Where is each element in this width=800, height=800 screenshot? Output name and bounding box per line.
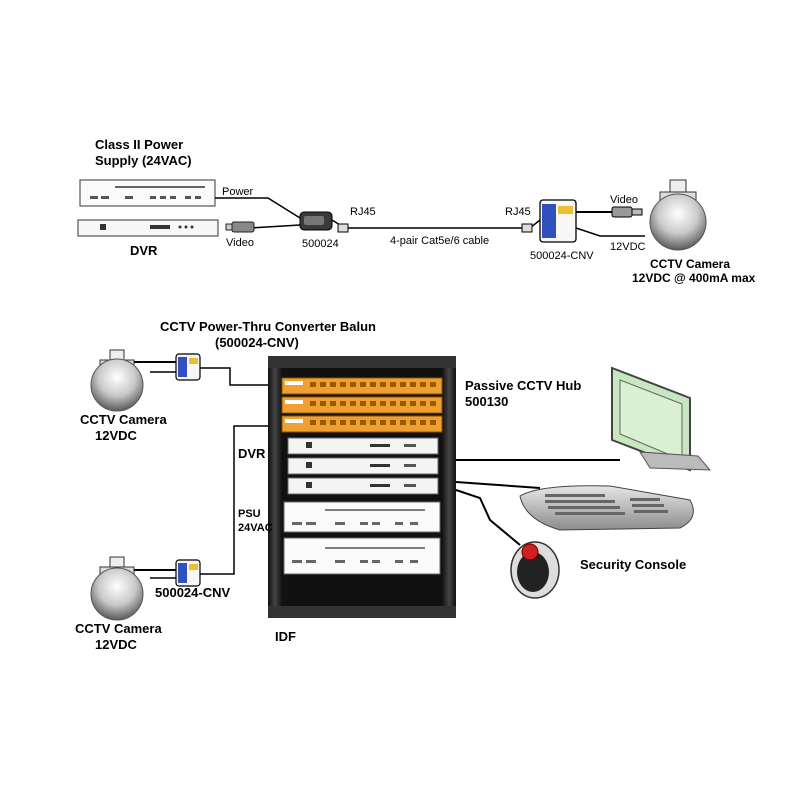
camera-top-title: CCTV Camera xyxy=(650,257,730,271)
volt-label: 12VDC xyxy=(610,241,646,253)
dvr-label-bottom: DVR xyxy=(238,446,266,461)
bnc-connector-icon xyxy=(225,221,255,233)
hub-title: Passive CCTV Hub xyxy=(465,378,581,393)
camera-top-spec: 12VDC @ 400mA max xyxy=(632,271,756,285)
dvr-label-top: DVR xyxy=(130,243,158,258)
keyboard-icon xyxy=(519,485,694,531)
psu-label-1: PSU xyxy=(238,508,261,520)
balun-title-1: CCTV Power-Thru Converter Balun xyxy=(160,319,376,334)
camera-1-icon xyxy=(90,349,144,412)
video-cable-top xyxy=(249,224,301,229)
balun-2-part: 500024-CNV xyxy=(155,585,230,600)
power-supply-title-2: Supply (24VAC) xyxy=(95,153,192,168)
balun-cnv-2-icon xyxy=(175,559,201,587)
rj45-plug-right-icon xyxy=(521,223,533,233)
console-label: Security Console xyxy=(580,557,686,572)
camera-top-icon xyxy=(649,179,707,251)
dvr-unit-top xyxy=(77,219,219,237)
idf-label: IDF xyxy=(275,629,296,644)
psu-unit-2 xyxy=(283,537,441,575)
video-label-right: Video xyxy=(610,194,638,206)
keyboard-cable xyxy=(455,481,541,489)
balun-cnv-top-icon xyxy=(539,199,577,243)
dvr-unit-2 xyxy=(287,457,439,475)
adapter-500024-icon xyxy=(299,211,333,231)
trackball-icon xyxy=(510,541,560,599)
power-cable xyxy=(215,197,301,219)
balun-part-label-top: 500024-CNV xyxy=(530,250,594,262)
balun-title-2: (500024-CNV) xyxy=(215,335,299,350)
cat5-cable-top xyxy=(331,219,541,229)
cable-label: 4-pair Cat5e/6 cable xyxy=(390,235,489,247)
camera-2-icon xyxy=(90,556,144,621)
rj45-label-right: RJ45 xyxy=(505,206,531,218)
dc-cable-right xyxy=(575,227,645,237)
monitor-icon xyxy=(611,366,712,472)
psu-unit-1 xyxy=(283,501,441,533)
power-supply-unit xyxy=(79,179,216,207)
balun-cnv-1-icon xyxy=(175,353,201,381)
patch-panel-group xyxy=(281,377,443,433)
rj45-plug-left-icon xyxy=(337,223,349,233)
power-label: Power xyxy=(222,186,254,198)
video-label-left: Video xyxy=(226,237,254,249)
dvr-unit-1 xyxy=(287,437,439,455)
camera-1-title: CCTV Camera xyxy=(80,412,167,427)
balun-1-to-hub-cable xyxy=(200,367,268,386)
power-supply-title-1: Class II Power xyxy=(95,137,183,152)
rj45-label-left: RJ45 xyxy=(350,206,376,218)
trackball-cable xyxy=(455,489,521,546)
camera-2-title: CCTV Camera xyxy=(75,621,162,636)
camera-1-spec: 12VDC xyxy=(95,428,138,443)
dvr-unit-3 xyxy=(287,477,439,495)
camera-2-spec: 12VDC xyxy=(95,637,138,652)
bnc-connector-right-icon xyxy=(611,206,643,218)
balun-2-to-hub-cable xyxy=(200,425,268,575)
hub-part: 500130 xyxy=(465,394,508,409)
adapter-part-label: 500024 xyxy=(302,238,339,250)
psu-label-2: 24VAC xyxy=(238,522,273,534)
